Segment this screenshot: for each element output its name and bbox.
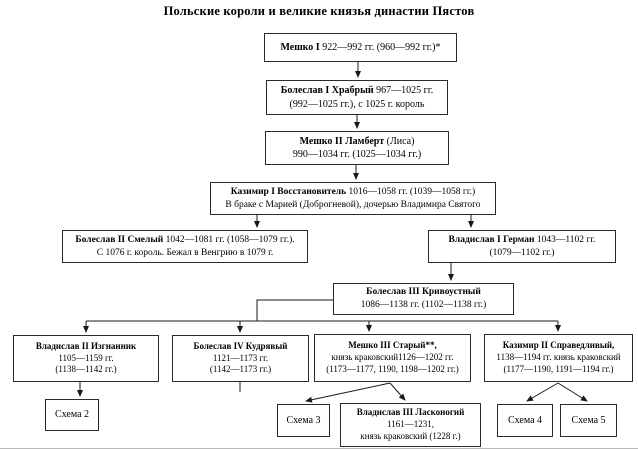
- node-schema-2: Схема 2: [45, 399, 99, 431]
- node-schema-4: Схема 4: [497, 404, 553, 437]
- person-name: Мешко I: [280, 41, 320, 53]
- person-name: Болеслав I Храбрый: [280, 85, 374, 97]
- connector-meshko3-schema3: [305, 382, 391, 403]
- person-name: Болеслав IV Кудрявый: [193, 340, 288, 351]
- connector-kazimir2-schema5: [557, 382, 588, 402]
- node-boleslav-ii-smely: Болеслав II Смелый 1042—1081 гг. (1058—1…: [62, 230, 308, 263]
- diagram-title: Польские короли и великие князья династи…: [163, 4, 475, 18]
- node-text: Владислав I Герман 1043—1102 гг.: [429, 234, 615, 247]
- connector-boleslav3-bus-feed: [256, 299, 333, 321]
- person-dates: (992—1025 гг.), с 1025 г. король: [289, 98, 425, 110]
- node-text: Болеслав II Смелый 1042—1081 гг. (1058—1…: [63, 234, 307, 247]
- person-title: князь краковский (1228 г.): [360, 430, 461, 441]
- node-meshko-ii-lambert: Мешко II Ламберт (Лиса) 990—1034 гг. (10…: [265, 131, 449, 165]
- person-dates: 1042—1081 гг. (1058—1079 гг.).: [163, 234, 295, 245]
- person-dates: (1142—1173 гг.): [209, 364, 272, 375]
- person-title: 1138—1194 гг. князь краковский: [496, 352, 621, 363]
- person-name: Болеслав III Кривоустный: [366, 287, 481, 298]
- node-kazimir-i-vosstanovitel: Казимир I Восстановитель 1016—1058 гг. (…: [210, 182, 496, 215]
- person-name: Болеслав II Смелый: [75, 234, 164, 245]
- connector-kazimir2-schema4: [526, 382, 559, 402]
- person-note: С 1076 г. король. Бежал в Венгрию в 1079…: [96, 247, 274, 258]
- person-dates: (1177—1190, 1191—1194 гг.): [503, 363, 614, 374]
- node-boleslav-iii-krivousty: Болеслав III Кривоустный 1086—1138 гг. (…: [333, 283, 514, 315]
- person-epithet: (Лиса): [384, 135, 415, 147]
- person-name: Владислав I Герман: [448, 234, 535, 245]
- node-text: Мешко I 922—992 гг. (960—992 гг.)*: [265, 41, 456, 54]
- node-vladislav-iii-laskonogy: Владислав III Ласконогий 1161—1231, княз…: [340, 403, 481, 447]
- person-name: Казимир I Восстановитель: [230, 186, 347, 197]
- node-boleslav-i-khrabry: Болеслав I Храбрый 967—1025 гг. (992—102…: [266, 80, 448, 115]
- node-vladislav-i-german: Владислав I Герман 1043—1102 гг. (1079—1…: [428, 230, 616, 263]
- person-dates: 990—1034 гг. (1025—1034 гг.): [292, 149, 422, 160]
- person-dates: 967—1025 гг.: [373, 85, 434, 97]
- person-dates: (1138—1142 гг.): [55, 364, 117, 375]
- node-vladislav-ii-izgnannik: Владислав II Изгнанник 1105—1159 гг. (11…: [13, 335, 159, 382]
- node-text: Мешко II Ламберт (Лиса): [266, 135, 448, 148]
- bottom-divider: [0, 448, 638, 449]
- person-name: Владислав II Изгнанник: [35, 340, 137, 351]
- node-meshko-i: Мешко I 922—992 гг. (960—992 гг.)*: [264, 33, 457, 62]
- person-note: В браке с Марией (Доброгневой), дочерью …: [225, 199, 481, 210]
- person-dates: 922—992 гг. (960—992 гг.)*: [319, 41, 441, 53]
- node-kazimir-ii-spravedlivy: Казимир II Справедливый, 1138—1194 гг. к…: [484, 334, 633, 382]
- schema-label: Схема 2: [54, 409, 90, 421]
- node-text: Болеслав I Храбрый 967—1025 гг.: [267, 84, 447, 97]
- person-dates: 1161—1231,: [387, 419, 434, 430]
- connector-meshko3-vladislav3: [389, 382, 406, 401]
- node-text: Казимир I Восстановитель 1016—1058 гг. (…: [211, 186, 495, 199]
- person-name: Казимир II Справедливый,: [502, 340, 615, 351]
- person-dates: 1043—1102 гг.: [534, 234, 596, 245]
- node-boleslav-iv-kudryavy: Болеслав IV Кудрявый 1121—1173 гг. (1142…: [172, 335, 309, 382]
- person-dates: (1173—1177, 1190, 1198—1202 гг.): [326, 363, 459, 374]
- node-schema-3: Схема 3: [277, 404, 330, 437]
- schema-label: Схема 5: [571, 414, 606, 426]
- person-title: князь краковский1126—1202 гг.: [331, 352, 454, 363]
- schema-label: Схема 3: [286, 414, 321, 426]
- person-dates: (1079—1102 гг.): [489, 247, 555, 258]
- person-dates: 1121—1173 гг.: [212, 352, 269, 363]
- person-dates: 1016—1058 гг. (1039—1058 гг.): [346, 186, 476, 197]
- node-meshko-iii-stary: Мешко III Старый**, князь краковский1126…: [314, 334, 471, 382]
- person-dates: 1105—1159 гг.: [58, 352, 114, 363]
- person-name: Мешко II Ламберт: [299, 135, 385, 147]
- node-schema-5: Схема 5: [560, 404, 617, 437]
- schema-label: Схема 4: [507, 414, 543, 426]
- person-dates: 1086—1138 гг. (1102—1138 гг.): [360, 300, 487, 310]
- person-name: Владислав III Ласконогий: [356, 407, 465, 418]
- person-name: Мешко III Старый**,: [348, 340, 437, 351]
